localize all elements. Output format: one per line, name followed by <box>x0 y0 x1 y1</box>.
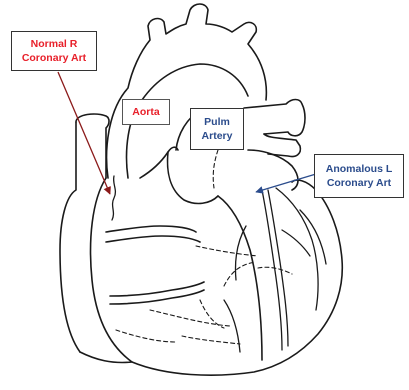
anomalous-l-coronary-label: Anomalous L Coronary Art <box>314 154 404 198</box>
lca-label-line1: Anomalous L <box>315 162 403 176</box>
pulm-label-line2: Artery <box>191 129 243 143</box>
pulm-artery-label: Pulm Artery <box>190 108 244 150</box>
rca-label-line2: Coronary Art <box>12 51 96 65</box>
vena-cava <box>76 114 109 178</box>
aorta-label-text: Aorta <box>123 105 169 119</box>
right-coronary-artery <box>112 176 115 220</box>
rca-pointer-arrow <box>58 72 110 194</box>
posterior-dashed-8 <box>116 330 176 342</box>
pulmonary-branch <box>244 100 305 136</box>
heart-bottom <box>80 352 132 363</box>
av-groove-lower <box>106 236 200 242</box>
posterior-dashed-3 <box>182 336 240 344</box>
normal-r-coronary-label: Normal R Coronary Art <box>11 31 97 71</box>
av-groove <box>106 226 196 232</box>
circumflex-artery <box>276 188 318 310</box>
posterior-dashed-4 <box>224 262 256 286</box>
aortic-arch <box>107 4 267 178</box>
posterior-dashed-6 <box>213 150 218 188</box>
ascending-aorta <box>140 147 178 178</box>
lca-label-line2: Coronary Art <box>315 176 403 190</box>
posterior-dashed-2 <box>150 310 230 326</box>
obtuse-marginal <box>300 210 326 264</box>
lad-artery-twin <box>268 190 288 346</box>
aortic-root <box>168 152 218 203</box>
vena-cava-left <box>60 122 80 352</box>
diagonal-branch <box>282 230 310 256</box>
interventricular-groove <box>218 196 262 360</box>
aorta-label: Aorta <box>122 99 170 125</box>
rca-label-line1: Normal R <box>12 37 96 51</box>
heart-outline <box>91 178 343 375</box>
pulm-label-line1: Pulm <box>191 115 243 129</box>
